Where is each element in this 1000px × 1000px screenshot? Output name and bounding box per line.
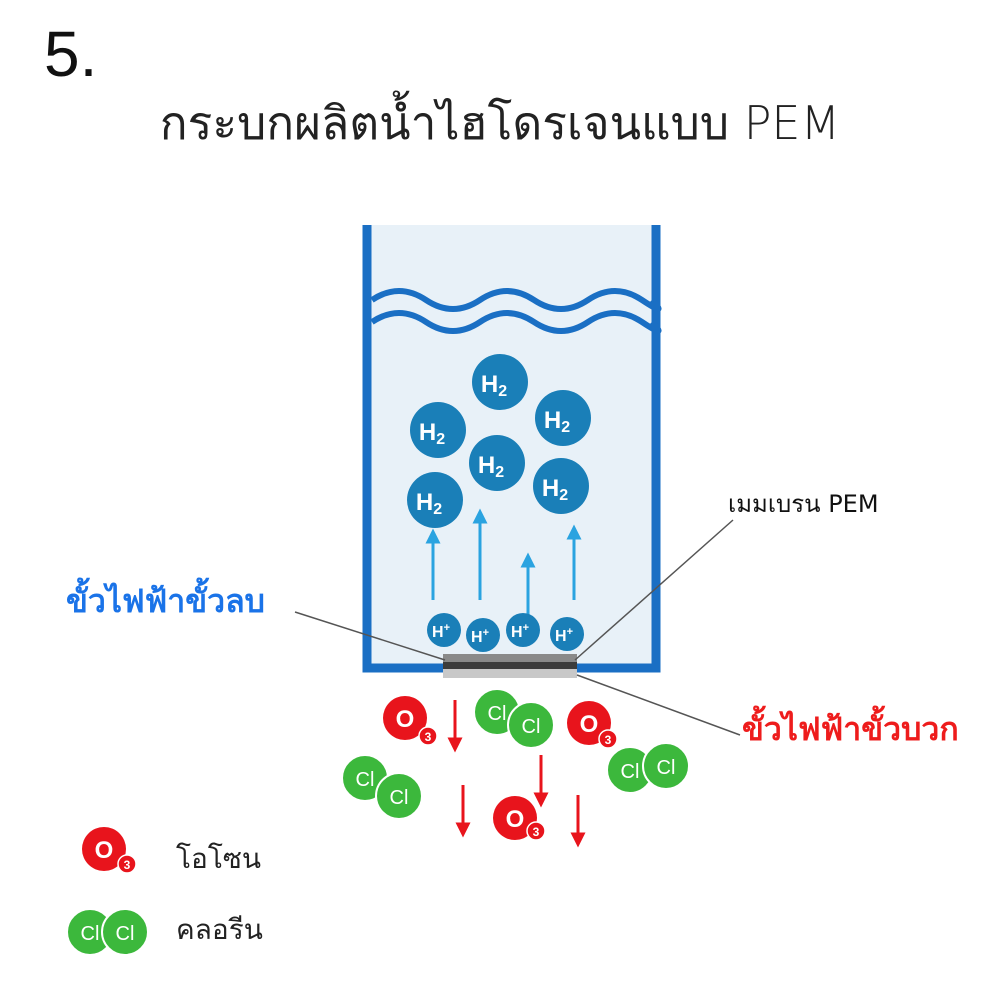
membrane-label: เมมเบรน PEM [728,490,879,518]
ozone-molecule: O 3 [567,701,618,749]
membrane-middle-layer [443,662,577,669]
chlorine-molecule: Cl Cl [341,754,423,820]
svg-text:O: O [506,806,525,833]
legend-ozone-label: โอโซน [176,842,262,875]
svg-text:3: 3 [425,730,432,744]
h-plus-ion: H+ [550,617,584,651]
page-title: กระบกผลิตน้ำไฮโดรเจนแบบ PEM [159,96,841,150]
svg-text:3: 3 [124,858,131,872]
membrane-bottom-layer [443,669,577,678]
svg-text:Cl: Cl [356,769,375,791]
svg-text:H2: H2 [419,419,445,448]
svg-text:H2: H2 [544,407,570,436]
h-plus-ion: H+ [506,613,540,647]
svg-text:Cl: Cl [621,761,640,783]
svg-text:Cl: Cl [522,716,541,738]
svg-text:Cl: Cl [81,923,100,945]
leader-positive [576,674,741,736]
svg-text:3: 3 [533,825,540,839]
wave-bottom [370,310,662,334]
svg-text:Cl: Cl [488,703,507,725]
leader-membrane [574,519,734,661]
svg-text:3: 3 [605,733,612,747]
wave-top [370,288,662,312]
svg-text:H+: H+ [511,622,529,641]
svg-text:H+: H+ [555,626,573,645]
h2-molecule: H2 [410,402,466,458]
svg-text:H+: H+ [471,627,489,646]
h2-molecule: H2 [469,435,525,491]
svg-text:O: O [396,706,415,733]
h2-molecule: H2 [407,472,463,528]
svg-text:Cl: Cl [390,787,409,809]
negative-electrode-label: ขั้วไฟฟ้าขั้วลบ [66,582,265,620]
svg-text:H2: H2 [542,475,568,504]
positive-electrode-label: ขั้วไฟฟ้าขั้วบวก [742,710,959,748]
h-plus-ion: H+ [427,613,461,647]
legend-chlorine-icon: Cl Cl [66,908,149,956]
h2-molecule: H2 [533,458,589,514]
h2-molecule: H2 [535,390,591,446]
svg-text:Cl: Cl [116,923,135,945]
h2-molecule: H2 [472,354,528,410]
legend-ozone-icon: O 3 [82,827,137,874]
ozone-molecule: O 3 [493,796,546,841]
svg-text:H+: H+ [432,622,450,641]
chlorine-molecule: Cl Cl [606,742,690,794]
svg-text:H2: H2 [478,452,504,481]
chlorine-molecule: Cl Cl [473,688,555,749]
membrane-top-layer [443,654,577,662]
legend-chlorine-label: คลอรีน [176,913,263,946]
step-number: 5. [44,18,98,90]
ozone-molecule: O 3 [383,696,438,746]
svg-text:O: O [95,837,114,864]
svg-text:O: O [580,711,599,738]
svg-text:H2: H2 [481,371,507,400]
svg-text:Cl: Cl [657,757,676,779]
h-plus-ion: H+ [466,618,500,652]
svg-text:H2: H2 [416,489,442,518]
leader-negative [294,611,446,661]
